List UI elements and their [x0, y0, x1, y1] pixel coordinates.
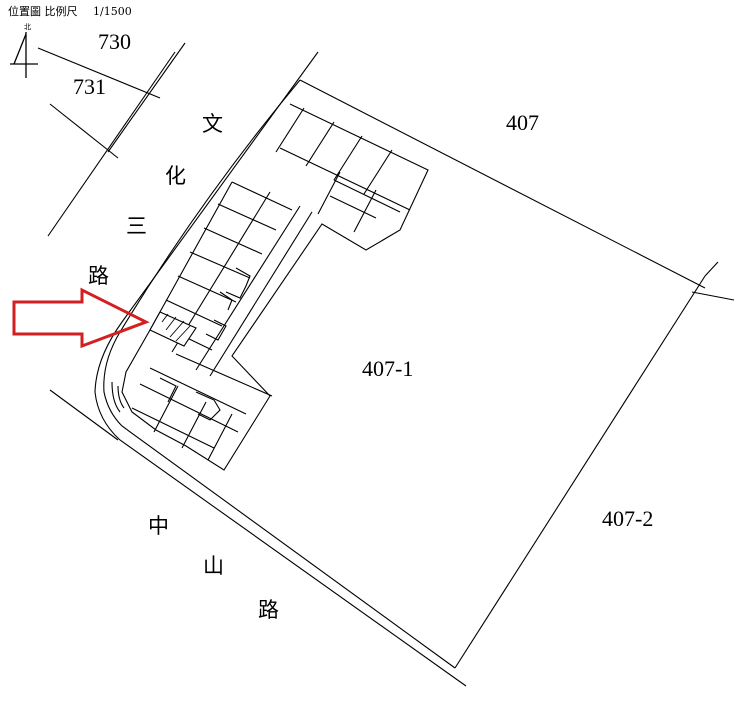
unit-line — [132, 408, 214, 448]
unit-line — [354, 190, 376, 232]
corridor-wall — [210, 212, 312, 376]
building-outline — [122, 104, 428, 470]
parcel-boundary — [48, 52, 175, 236]
unit-line — [276, 108, 304, 152]
unit-line — [166, 300, 222, 326]
parcel-boundary — [50, 104, 118, 158]
unit-line — [306, 122, 334, 166]
stair-detail — [206, 320, 226, 340]
map-title: 位置圖 — [8, 5, 41, 18]
lot-407-1-east-boundary — [455, 276, 705, 668]
unit-line — [178, 276, 236, 302]
lot-label-731: 731 — [73, 74, 106, 99]
target-unit — [150, 312, 196, 346]
road-label-wenhua-1: 文 — [202, 112, 223, 136]
red-arrow-icon — [14, 290, 146, 346]
lot-407-north-boundary — [300, 80, 705, 288]
unit-line — [318, 172, 340, 214]
unit-line — [140, 384, 238, 432]
lot-label-407-1: 407-1 — [362, 356, 414, 381]
unit-line — [218, 204, 276, 230]
lot-label-407-2: 407-2 — [602, 506, 654, 531]
road-label-wenhua-2: 化 — [165, 164, 186, 188]
stair-detail — [226, 268, 250, 298]
unit-line — [208, 414, 232, 460]
road-boundary-left — [50, 390, 118, 440]
unit-line — [364, 150, 392, 194]
stair-detail — [196, 392, 220, 420]
north-arrow-icon: 北 — [8, 22, 44, 82]
lot-407-north-extension — [692, 292, 734, 300]
unit-line — [204, 228, 262, 254]
road-label-zhongshan-3: 路 — [258, 598, 279, 622]
scale-value: 1/1500 — [93, 5, 132, 18]
road-label-zhongshan-1: 中 — [148, 514, 169, 538]
unit-line — [190, 252, 250, 278]
curb-line — [112, 382, 120, 412]
unit-line — [334, 136, 362, 180]
unit-line — [150, 368, 246, 414]
map-header: 位置圖 比例尺 1/1500 — [8, 3, 132, 19]
road-boundary-outer — [95, 52, 466, 686]
road-label-wenhua-3: 三 — [126, 214, 147, 238]
scale-label: 比例尺 — [44, 5, 78, 18]
lot-407-1-east-extension — [705, 262, 718, 276]
unit-line — [232, 182, 292, 210]
unit-line — [154, 386, 178, 432]
road-label-wenhua-4: 路 — [88, 264, 109, 288]
lot-label-407: 407 — [506, 110, 539, 135]
parcel-boundary — [38, 48, 160, 98]
road-label-zhongshan-2: 山 — [203, 554, 224, 578]
unit-line — [334, 180, 400, 212]
unit-line — [280, 148, 410, 210]
lot-label-730: 730 — [98, 29, 131, 54]
unit-line — [330, 196, 376, 218]
corridor-wall — [196, 206, 300, 370]
parcel-boundary — [108, 43, 185, 152]
stair-detail — [220, 292, 232, 310]
unit-line — [176, 354, 272, 396]
unit-line — [182, 402, 206, 448]
stair-detail — [160, 378, 176, 402]
curb-line — [118, 386, 124, 408]
north-label: 北 — [24, 23, 31, 31]
